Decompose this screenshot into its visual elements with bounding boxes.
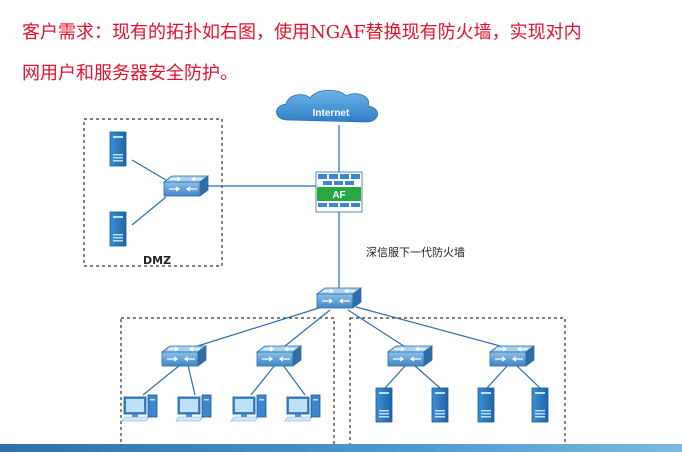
- internet-label: Internet: [313, 108, 350, 119]
- server-icon: [531, 387, 549, 423]
- dmz-switch-icon: [163, 175, 209, 197]
- dmz-label: DMZ: [143, 254, 171, 267]
- server-icon: [477, 387, 495, 423]
- server-icon: [375, 387, 393, 423]
- firewall-caption: 深信服下一代防火墙: [366, 245, 465, 259]
- network-links: [131, 125, 541, 396]
- pc-icon: [284, 394, 321, 422]
- dmz-zone-box: [83, 118, 223, 267]
- requirement-line-1: 客户需求：现有的拓扑如右图，使用NGAF替换现有防火墙，实现对内: [22, 22, 582, 43]
- server-zone-box: [349, 317, 566, 452]
- requirement-line-2: 网用户和服务器安全防护。: [22, 63, 238, 84]
- slide-bottom-bar: [0, 444, 682, 452]
- core-switch-icon: [316, 287, 362, 309]
- pc-icon: [230, 394, 267, 422]
- firewall-icon: [315, 171, 363, 213]
- pc-icon: [175, 394, 212, 422]
- dmz-server-icon: [109, 131, 127, 167]
- user-access-switch-icon: [161, 345, 207, 367]
- user-access-switch-icon: [256, 345, 302, 367]
- server-icon: [431, 387, 449, 423]
- internet-cloud-icon: [276, 89, 378, 123]
- firewall-label: AF: [332, 190, 345, 201]
- pc-icon: [121, 394, 158, 422]
- server-access-switch-icon: [387, 345, 433, 367]
- server-access-switch-icon: [489, 345, 535, 367]
- dmz-server-icon: [109, 211, 127, 247]
- user-zone-box: [120, 317, 335, 452]
